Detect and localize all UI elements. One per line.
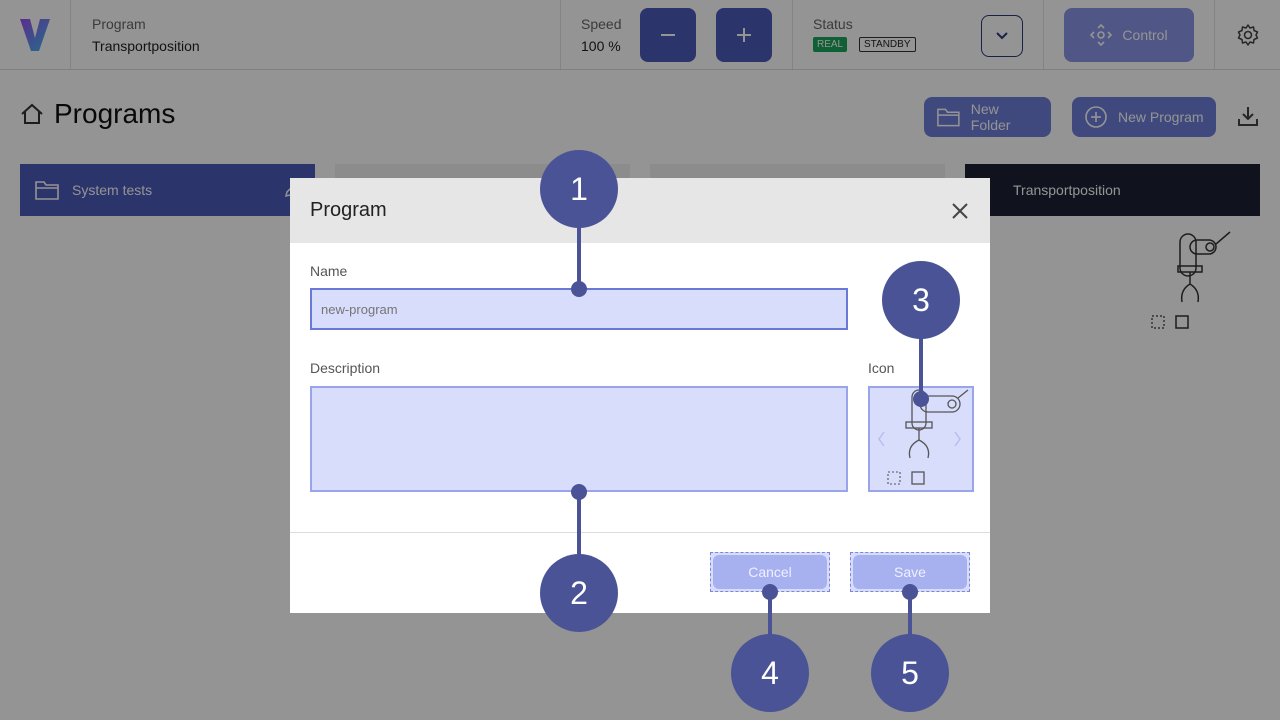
description-textarea[interactable]: [310, 386, 848, 492]
download-button[interactable]: [1236, 104, 1260, 133]
status-panel: Status REAL STANDBY: [793, 0, 1044, 69]
logo-icon: [20, 19, 50, 51]
dialog-footer-divider: [290, 532, 990, 533]
chevron-down-icon: [996, 32, 1008, 40]
speed-value: 100 %: [581, 38, 621, 54]
name-label: Name: [310, 263, 348, 279]
callout-line: [908, 592, 912, 652]
control-label: Control: [1122, 27, 1168, 43]
callout-line: [768, 592, 772, 652]
control-button[interactable]: Control: [1064, 8, 1194, 62]
program-label: Program: [92, 16, 146, 32]
folder-icon: [35, 181, 59, 200]
speed-panel: Speed 100 %: [561, 0, 793, 69]
home-icon[interactable]: [20, 102, 44, 126]
speed-increase-button[interactable]: [716, 8, 772, 62]
callout-marker-2: 2: [540, 554, 618, 632]
close-icon[interactable]: [950, 201, 970, 221]
callout-marker-4: 4: [731, 634, 809, 712]
settings-button[interactable]: [1215, 0, 1280, 69]
program-value: Transportposition: [92, 38, 200, 54]
icon-picker[interactable]: [868, 386, 974, 492]
dialog-header: Program: [290, 178, 990, 243]
gear-icon: [1237, 23, 1258, 46]
card-header: System tests: [20, 164, 315, 216]
new-program-button[interactable]: New Program: [1072, 97, 1216, 137]
program-card-transportposition[interactable]: Transportposition: [965, 164, 1260, 346]
callout-marker-1: 1: [540, 150, 618, 228]
download-icon: [1238, 107, 1258, 126]
add-circle-icon: [1085, 106, 1107, 128]
control-panel: Control: [1044, 0, 1215, 69]
callout-marker-3: 3: [882, 261, 960, 339]
dialog-title: Program: [310, 199, 387, 221]
folder-card-system-tests[interactable]: System tests: [20, 164, 315, 346]
new-folder-button[interactable]: New Folder: [924, 97, 1051, 137]
speed-decrease-button[interactable]: [640, 8, 696, 62]
program-dialog: Program Name Description Icon Cancel Sav…: [290, 178, 990, 613]
plus-icon: [737, 28, 751, 42]
icon-label: Icon: [868, 360, 895, 376]
save-label: Save: [853, 555, 967, 589]
status-badge-standby: STANDBY: [859, 37, 916, 52]
callout-line: [577, 492, 581, 572]
card-label: System tests: [72, 182, 153, 198]
save-button[interactable]: Save: [850, 552, 970, 592]
top-bar: Program Transportposition Speed 100 % St…: [0, 0, 1280, 70]
card-label: Transportposition: [1013, 182, 1121, 198]
chevron-left-icon: [878, 431, 885, 447]
move-icon: [1090, 24, 1113, 46]
app-logo[interactable]: [0, 0, 71, 70]
description-label: Description: [310, 360, 381, 376]
callout-line: [919, 320, 923, 400]
new-folder-label: New Folder: [970, 101, 1011, 133]
callout-dot: [571, 484, 587, 500]
robot-arm-icon: [1151, 231, 1231, 329]
folder-icon: [937, 108, 960, 127]
name-input[interactable]: [310, 288, 848, 330]
status-label: Status: [813, 16, 853, 32]
callout-dot: [902, 584, 918, 600]
status-dropdown-button[interactable]: [981, 15, 1023, 57]
page-title: Programs: [54, 98, 176, 129]
callout-dot: [913, 391, 929, 407]
status-badge-real: REAL: [813, 37, 848, 52]
callout-marker-5: 5: [871, 634, 949, 712]
callout-dot: [762, 584, 778, 600]
chevron-right-icon: [954, 431, 961, 447]
robot-arm-icon: [878, 389, 969, 485]
callout-line: [577, 210, 581, 288]
callout-dot: [571, 281, 587, 297]
card-header: Transportposition: [965, 164, 1260, 216]
cancel-label: Cancel: [713, 555, 827, 589]
minus-icon: [661, 34, 675, 36]
program-info: Program Transportposition: [71, 0, 561, 69]
new-program-label: New Program: [1118, 109, 1204, 125]
page-heading: Programs: [20, 98, 175, 130]
speed-label: Speed: [581, 16, 622, 32]
